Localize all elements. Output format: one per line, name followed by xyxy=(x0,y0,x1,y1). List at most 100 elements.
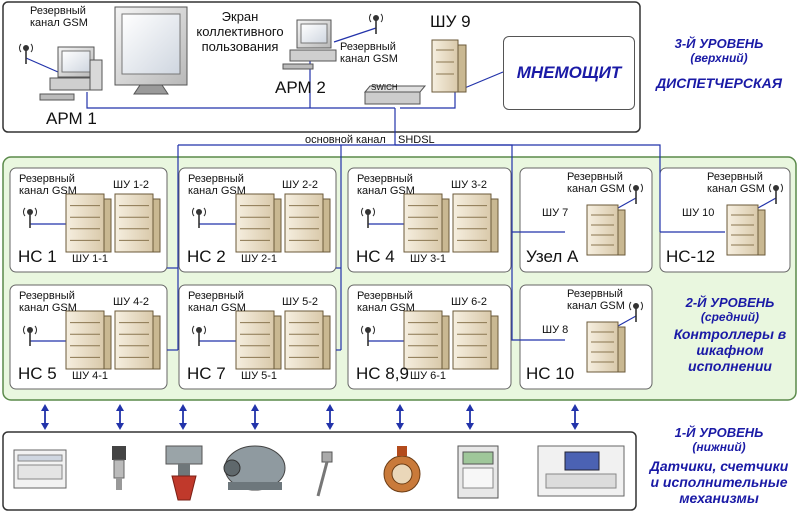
antenna-icons xyxy=(19,13,783,346)
bidirectional-arrow xyxy=(41,404,49,430)
bidirectional-arrow xyxy=(396,404,404,430)
level3-subtitle: (верхний) xyxy=(690,51,748,65)
cabinet-icon xyxy=(235,193,282,253)
level-link-arrows xyxy=(41,404,579,430)
station-gsm-label-line2: канал GSM xyxy=(188,185,246,197)
station-gsm-label-line1: Резервный xyxy=(19,173,75,185)
bidirectional-arrow xyxy=(466,404,474,430)
arm2-gsm-label-line2: канал GSM xyxy=(340,53,398,65)
shu9-label: ШУ 9 xyxy=(430,12,471,31)
level2-description-line1: Контроллеры в xyxy=(673,326,787,342)
pressure-sensor-icon xyxy=(112,446,126,490)
cabinet-label-top: ШУ 1-2 xyxy=(113,179,150,191)
cabinet-label-top: ШУ 5-2 xyxy=(282,296,319,308)
cabinet-icon xyxy=(114,193,161,253)
station-name: НС 4 xyxy=(356,247,395,266)
cabinet-icon xyxy=(284,193,331,253)
station-gsm-label-line1: Резервный xyxy=(188,173,244,185)
cabinet-icon xyxy=(452,310,499,370)
level2-description-line3: исполнении xyxy=(688,358,772,374)
station-name: НС 2 xyxy=(187,247,226,266)
level3-heading: 3-Й УРОВЕНЬ (верхний) ДИСПЕТЧЕРСКАЯ xyxy=(656,36,782,91)
level1-devices xyxy=(13,445,625,501)
station-name: НС 5 xyxy=(18,364,57,383)
bidirectional-arrow xyxy=(116,404,124,430)
temperature-sensor-icon xyxy=(316,451,333,497)
bidirectional-arrow xyxy=(179,404,187,430)
station-gsm-label-line1: Резервный xyxy=(19,290,75,302)
arm1-gsm-label-line2: канал GSM xyxy=(30,17,88,29)
shu9-cabinet-icon xyxy=(431,39,467,93)
station-gsm-label-line2: канал GSM xyxy=(19,185,77,197)
station-name: Узел А xyxy=(526,247,579,266)
cabinet-icon xyxy=(284,310,331,370)
arm1-workstation-icon xyxy=(39,46,103,101)
station-gsm-label-line1: Резервный xyxy=(707,171,763,183)
electric-motor-icon xyxy=(223,445,286,491)
cabinet-label-bottom: ШУ 6-1 xyxy=(410,370,447,382)
antenna-icon xyxy=(369,13,383,34)
screen-label-line3: пользования xyxy=(201,39,279,54)
cabinet-label: ШУ 7 xyxy=(542,207,569,219)
level1-description-line1: Датчики, счетчики xyxy=(649,458,789,474)
bidirectional-arrow xyxy=(251,404,259,430)
level1-heading: 1-Й УРОВЕНЬ (нижний) Датчики, счетчики и… xyxy=(650,425,789,506)
electricity-meter-icon xyxy=(457,445,499,499)
bidirectional-arrow xyxy=(571,404,579,430)
station-gsm-label-line2: канал GSM xyxy=(567,300,625,312)
station-gsm-label-line1: Резервный xyxy=(357,290,413,302)
cabinet-label: ШУ 10 xyxy=(682,207,715,219)
antenna-icon xyxy=(769,183,783,204)
station-gsm-label-line2: канал GSM xyxy=(188,302,246,314)
network-lines xyxy=(25,27,777,351)
cabinet-icon xyxy=(235,310,282,370)
level2-heading: 2-Й УРОВЕНЬ (средний) Контроллеры в шкаф… xyxy=(674,295,787,374)
cabinet-label-bottom: ШУ 5-1 xyxy=(241,370,278,382)
station-gsm-label-line1: Резервный xyxy=(357,173,413,185)
station-gsm-label-line2: канал GSM xyxy=(357,302,415,314)
cabinet-label-top: ШУ 3-2 xyxy=(451,179,488,191)
station-gsm-label-line2: канал GSM xyxy=(19,302,77,314)
cabinet-icon xyxy=(586,321,626,373)
cabinet-label-top: ШУ 6-2 xyxy=(451,296,488,308)
antenna-icon xyxy=(192,207,206,228)
station-gsm-label-line2: канал GSM xyxy=(707,183,765,195)
station-name: НС 8,9 xyxy=(356,364,409,383)
cabinet-icon xyxy=(452,193,499,253)
level3-description: ДИСПЕТЧЕРСКАЯ xyxy=(656,75,782,91)
shdsl-label: SHDSL xyxy=(398,134,435,146)
level2-subtitle: (средний) xyxy=(700,310,760,324)
antenna-icon xyxy=(361,325,375,346)
cabinet-icon xyxy=(114,310,161,370)
arm1-gsm-label-line1: Резервный xyxy=(30,5,86,17)
level2-description-line2: шкафном xyxy=(696,342,764,358)
controller-module-icon xyxy=(13,449,67,489)
cabinet-icon xyxy=(403,310,450,370)
antenna-icon xyxy=(23,207,37,228)
cabinet-label-bottom: ШУ 4-1 xyxy=(72,370,109,382)
cabinet-label-bottom: ШУ 1-1 xyxy=(72,253,109,265)
cabinet-icon xyxy=(403,193,450,253)
level3-title: 3-Й УРОВЕНЬ xyxy=(674,36,764,51)
antenna-icon xyxy=(19,43,33,64)
controller-cabinets xyxy=(65,193,766,373)
antenna-icon xyxy=(361,207,375,228)
bidirectional-arrow xyxy=(326,404,334,430)
arm2-label: АРМ 2 xyxy=(275,78,326,97)
level1-description-line2: и исполнительные xyxy=(650,474,788,490)
butterfly-valve-icon xyxy=(383,446,421,493)
cabinet-label-bottom: ШУ 2-1 xyxy=(241,253,278,265)
station-name: НС 1 xyxy=(18,247,57,266)
protection-relay-icon xyxy=(537,445,625,497)
station-gsm-label-line2: канал GSM xyxy=(357,185,415,197)
station-name: НС 7 xyxy=(187,364,226,383)
mnemonic-board: МНЕМОЩИТ xyxy=(503,36,635,110)
cabinet-icon xyxy=(726,204,766,256)
cabinet-icon xyxy=(65,310,112,370)
station-gsm-label-line2: канал GSM xyxy=(567,183,625,195)
station-gsm-label-line1: Резервный xyxy=(567,288,623,300)
station-gsm-label-line1: Резервный xyxy=(188,290,244,302)
antenna-icon xyxy=(23,325,37,346)
level1-description-line3: механизмы xyxy=(679,490,759,506)
